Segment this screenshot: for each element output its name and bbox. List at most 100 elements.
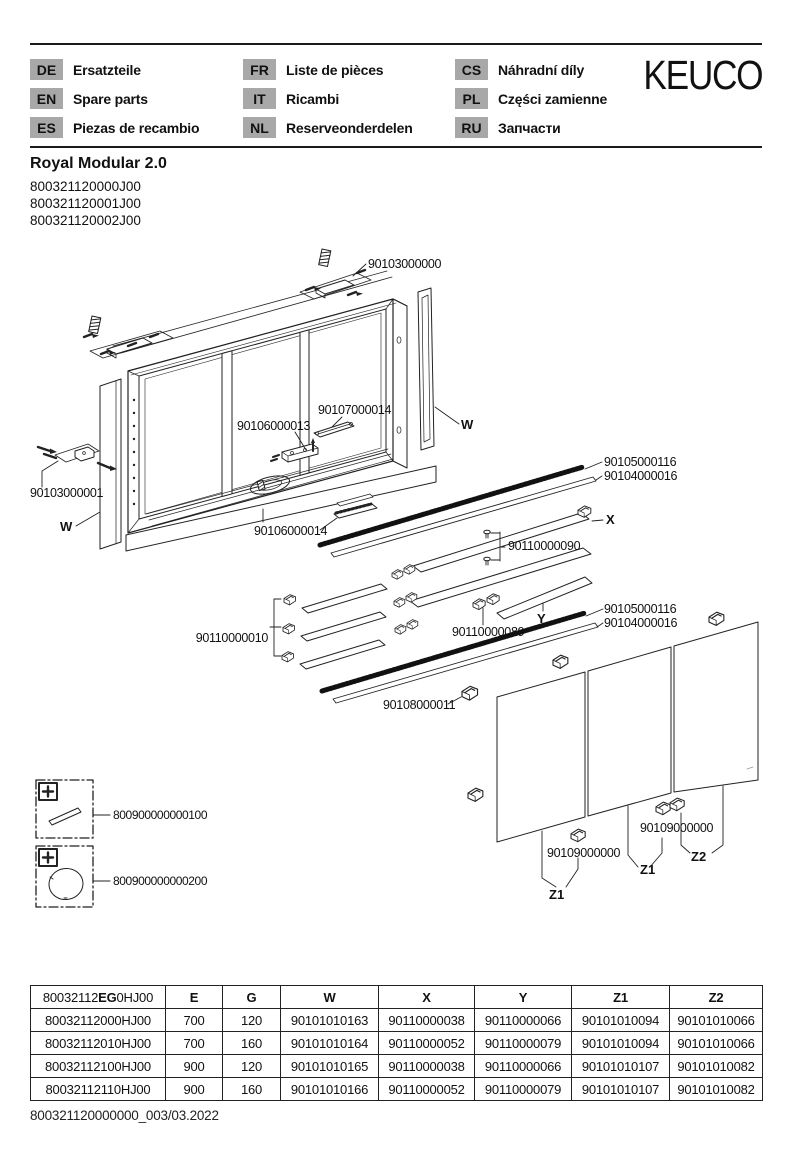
cell: 900 <box>165 1077 223 1101</box>
product-code: 800321120001J00 <box>30 196 141 211</box>
cell: 90110000038 <box>378 1054 475 1078</box>
cell: 90110000052 <box>378 1031 475 1055</box>
label-door-slider: 90106000013 <box>237 419 311 433</box>
cell: 90110000079 <box>474 1077 572 1101</box>
cell: 90101010164 <box>280 1031 379 1055</box>
cell: 160 <box>222 1077 281 1101</box>
language-label: Ricambi <box>286 90 340 107</box>
label-ref-z2: Z2 <box>691 849 706 864</box>
language-badge: NL <box>243 117 276 138</box>
table-row: 80032112100HJ00 900 120 90101010165 9011… <box>30 1054 763 1078</box>
table-row: 80032112000HJ00 700 120 90101010163 9011… <box>30 1008 763 1032</box>
wall-bracket-right <box>299 248 372 300</box>
light-unit <box>311 416 355 452</box>
variants-table: 80032112EG0HJ00 E G W X Y Z1 Z2 80032112… <box>30 985 763 1101</box>
left-shelf-stack <box>269 564 419 670</box>
language-badge: FR <box>243 59 276 80</box>
language-row: ES Piezas de recambio <box>30 113 200 142</box>
cell-article: 80032112010HJ00 <box>30 1031 166 1055</box>
label-cover-profile-lower: 90104000016 <box>604 616 678 630</box>
language-column-1: DE Ersatzteile EN Spare parts ES Piezas … <box>30 55 200 142</box>
language-label: Liste de pièces <box>286 61 384 78</box>
label-ref-w-right: W <box>461 417 474 432</box>
label-ref-z1-left: Z1 <box>549 887 564 902</box>
accessory-box-mirror <box>35 845 111 908</box>
language-badge: CS <box>455 59 488 80</box>
column-header: W <box>280 985 379 1009</box>
language-label: Piezas de recambio <box>73 119 200 136</box>
language-row: FR Liste de pièces <box>243 55 413 84</box>
cell: 90101010082 <box>669 1077 763 1101</box>
header-divider-rule <box>30 146 762 148</box>
label-cover-profile-upper: 90104000016 <box>604 469 678 483</box>
hinge-holes <box>132 398 136 506</box>
glass-shelf-y <box>496 576 593 620</box>
product-title: Royal Modular 2.0 <box>30 155 167 172</box>
cell: 90110000052 <box>378 1077 475 1101</box>
label-ref-x: X <box>606 512 615 527</box>
cell: 90101010094 <box>571 1031 670 1055</box>
led-rail-upper <box>317 461 603 558</box>
door-stoppers <box>541 785 724 888</box>
language-badge: EN <box>30 88 63 109</box>
wall-fixing-left <box>36 443 117 488</box>
language-label: Spare parts <box>73 90 148 107</box>
label-led-strip-lower: 90105000116 <box>604 602 677 616</box>
cell: 700 <box>165 1031 223 1055</box>
side-panel-left <box>75 378 122 550</box>
label-ref-y: Y <box>537 611 546 626</box>
wall-bracket-left <box>82 315 174 359</box>
label-end-cap: 90108000011 <box>383 698 456 712</box>
cell: 900 <box>165 1054 223 1078</box>
label-shelf-clip-set: 90110000010 <box>196 631 269 645</box>
accessory-box-profile <box>35 779 111 839</box>
cell: 90110000038 <box>378 1008 475 1032</box>
cell: 90101010166 <box>280 1077 379 1101</box>
product-title-block: Royal Modular 2.0 800321120000J00 800321… <box>30 155 167 229</box>
keuco-logo: KEUCO <box>643 52 763 98</box>
label-led-strip-upper: 90105000116 <box>604 455 677 469</box>
header-article-cell: 80032112EG0HJ00 <box>30 985 166 1009</box>
gear-rack <box>262 493 378 531</box>
language-column-2: FR Liste de pièces IT Ricambi NL Reserve… <box>243 55 413 142</box>
cell: 120 <box>222 1054 281 1078</box>
column-header: X <box>378 985 475 1009</box>
side-panel-right <box>417 287 460 451</box>
language-badge: DE <box>30 59 63 80</box>
language-row: PL Części zamienne <box>455 84 607 113</box>
language-row: CS Náhradní díly <box>455 55 607 84</box>
cell: 90110000079 <box>474 1031 572 1055</box>
label-shelf-clip-pair: 90110000089 <box>452 625 525 639</box>
language-label: Części zamienne <box>498 90 608 107</box>
language-row: EN Spare parts <box>30 84 199 113</box>
label-spare-profile: 800900000000100 <box>113 808 208 822</box>
label-spare-mirror: 800900000000200 <box>113 874 208 888</box>
language-column-3: CS Náhradní díly PL Części zamienne RU З… <box>455 55 607 142</box>
cell: 90101010107 <box>571 1054 670 1078</box>
label-door-stopper-left: 90109000000 <box>547 846 621 860</box>
document-reference: 800321120000000_003/03.2022 <box>30 1108 219 1123</box>
table-row: 80032112110HJ00 900 160 90101010166 9011… <box>30 1077 763 1101</box>
end-caps <box>447 611 725 802</box>
language-row: DE Ersatzteile <box>30 55 199 84</box>
cell: 120 <box>222 1008 281 1032</box>
cell: 90101010082 <box>669 1054 763 1078</box>
cell: 90101010163 <box>280 1008 379 1032</box>
product-code: 800321120000J00 <box>30 179 141 194</box>
column-header: G <box>222 985 281 1009</box>
product-code: 800321120002J00 <box>30 213 141 228</box>
column-header: E <box>165 985 223 1009</box>
led-rail-lower <box>319 608 604 704</box>
door-slider-mechanism <box>249 431 319 495</box>
label-door-stopper-mid: 90109000000 <box>640 821 714 835</box>
label-ref-w-left: W <box>60 519 73 534</box>
language-badge: RU <box>455 117 488 138</box>
cell: 160 <box>222 1031 281 1055</box>
language-label: Ersatzteile <box>73 61 141 78</box>
language-row: IT Ricambi <box>243 84 413 113</box>
table-header-row: 80032112EG0HJ00 E G W X Y Z1 Z2 <box>30 985 763 1009</box>
cell-article: 80032112100HJ00 <box>30 1054 166 1078</box>
glass-shelf-pins <box>409 529 592 608</box>
cell: 90101010066 <box>669 1008 763 1032</box>
